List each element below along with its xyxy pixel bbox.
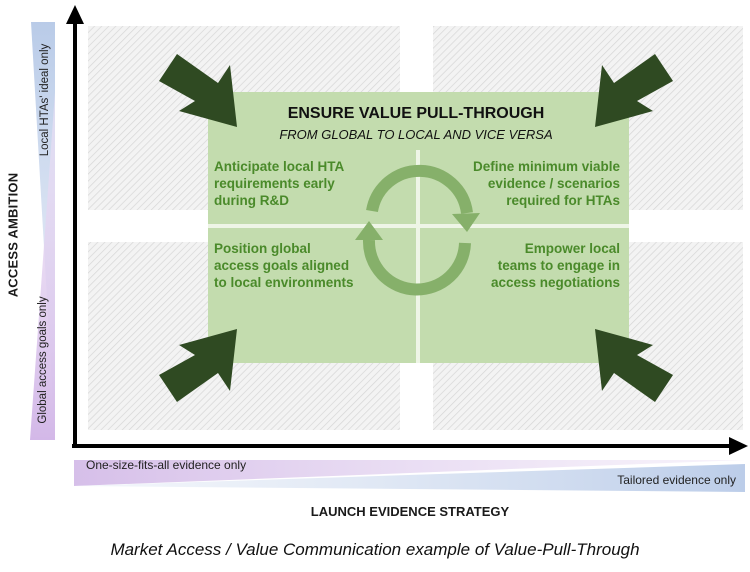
y-axis [66, 5, 84, 446]
x-high-band [74, 464, 745, 492]
quadrant-line: required for HTAs [506, 193, 620, 208]
y-axis-low-label: Global access goals only [37, 296, 49, 424]
y-low-band [30, 92, 55, 440]
y-axis-title: ACCESS AMBITION [5, 172, 21, 298]
quadrant-line: teams to engage in [497, 258, 620, 273]
arrow-bottom-right [595, 329, 673, 402]
quadrant-top-right-text: Define minimum viable evidence / scenari… [420, 158, 620, 209]
quadrant-line: access goals aligned [214, 258, 350, 273]
center-subtitle: FROM GLOBAL TO LOCAL AND VICE VERSA [279, 127, 553, 142]
x-axis-title: LAUNCH EVIDENCE STRATEGY [310, 504, 510, 519]
y-axis-title-wrapper: ACCESS AMBITION [0, 0, 26, 440]
x-axis [72, 437, 748, 455]
arrow-bottom-left [159, 329, 237, 402]
quadrant-line: access negotiations [490, 275, 620, 290]
arrow-top-right [595, 54, 673, 127]
y-axis-high-label: Local HTAs' ideal only [39, 43, 51, 157]
quadrant-line: Anticipate local HTA [214, 159, 345, 174]
quadrant-bottom-left-text: Position global access goals aligned to … [214, 240, 414, 291]
quadrant-line: evidence / scenarios [487, 176, 620, 191]
quadrant-bottom-right-text: Empower local teams to engage in access … [420, 240, 620, 291]
quadrant-line: to local environments [214, 275, 354, 290]
quadrant-top-left-text: Anticipate local HTA requirements early … [214, 158, 414, 209]
quadrant-line: during R&D [214, 193, 289, 208]
x-axis-high-label: Tailored evidence only [617, 473, 736, 487]
arrow-top-left [159, 54, 237, 127]
cycle-arrow-bottom [362, 239, 471, 296]
x-axis-low-label: One-size-fits-all evidence only [86, 458, 247, 472]
quadrant-line: Empower local [524, 241, 620, 256]
figure-caption: Market Access / Value Communication exam… [110, 540, 640, 559]
center-title: ENSURE VALUE PULL-THROUGH [287, 105, 545, 122]
cycle-arrows [355, 164, 480, 296]
quadrant-line: requirements early [214, 176, 335, 191]
cycle-arrow-top [366, 164, 473, 214]
x-low-band [74, 460, 745, 486]
quadrant-line: Position global [214, 241, 311, 256]
quadrant-line: Define minimum viable [472, 159, 620, 174]
